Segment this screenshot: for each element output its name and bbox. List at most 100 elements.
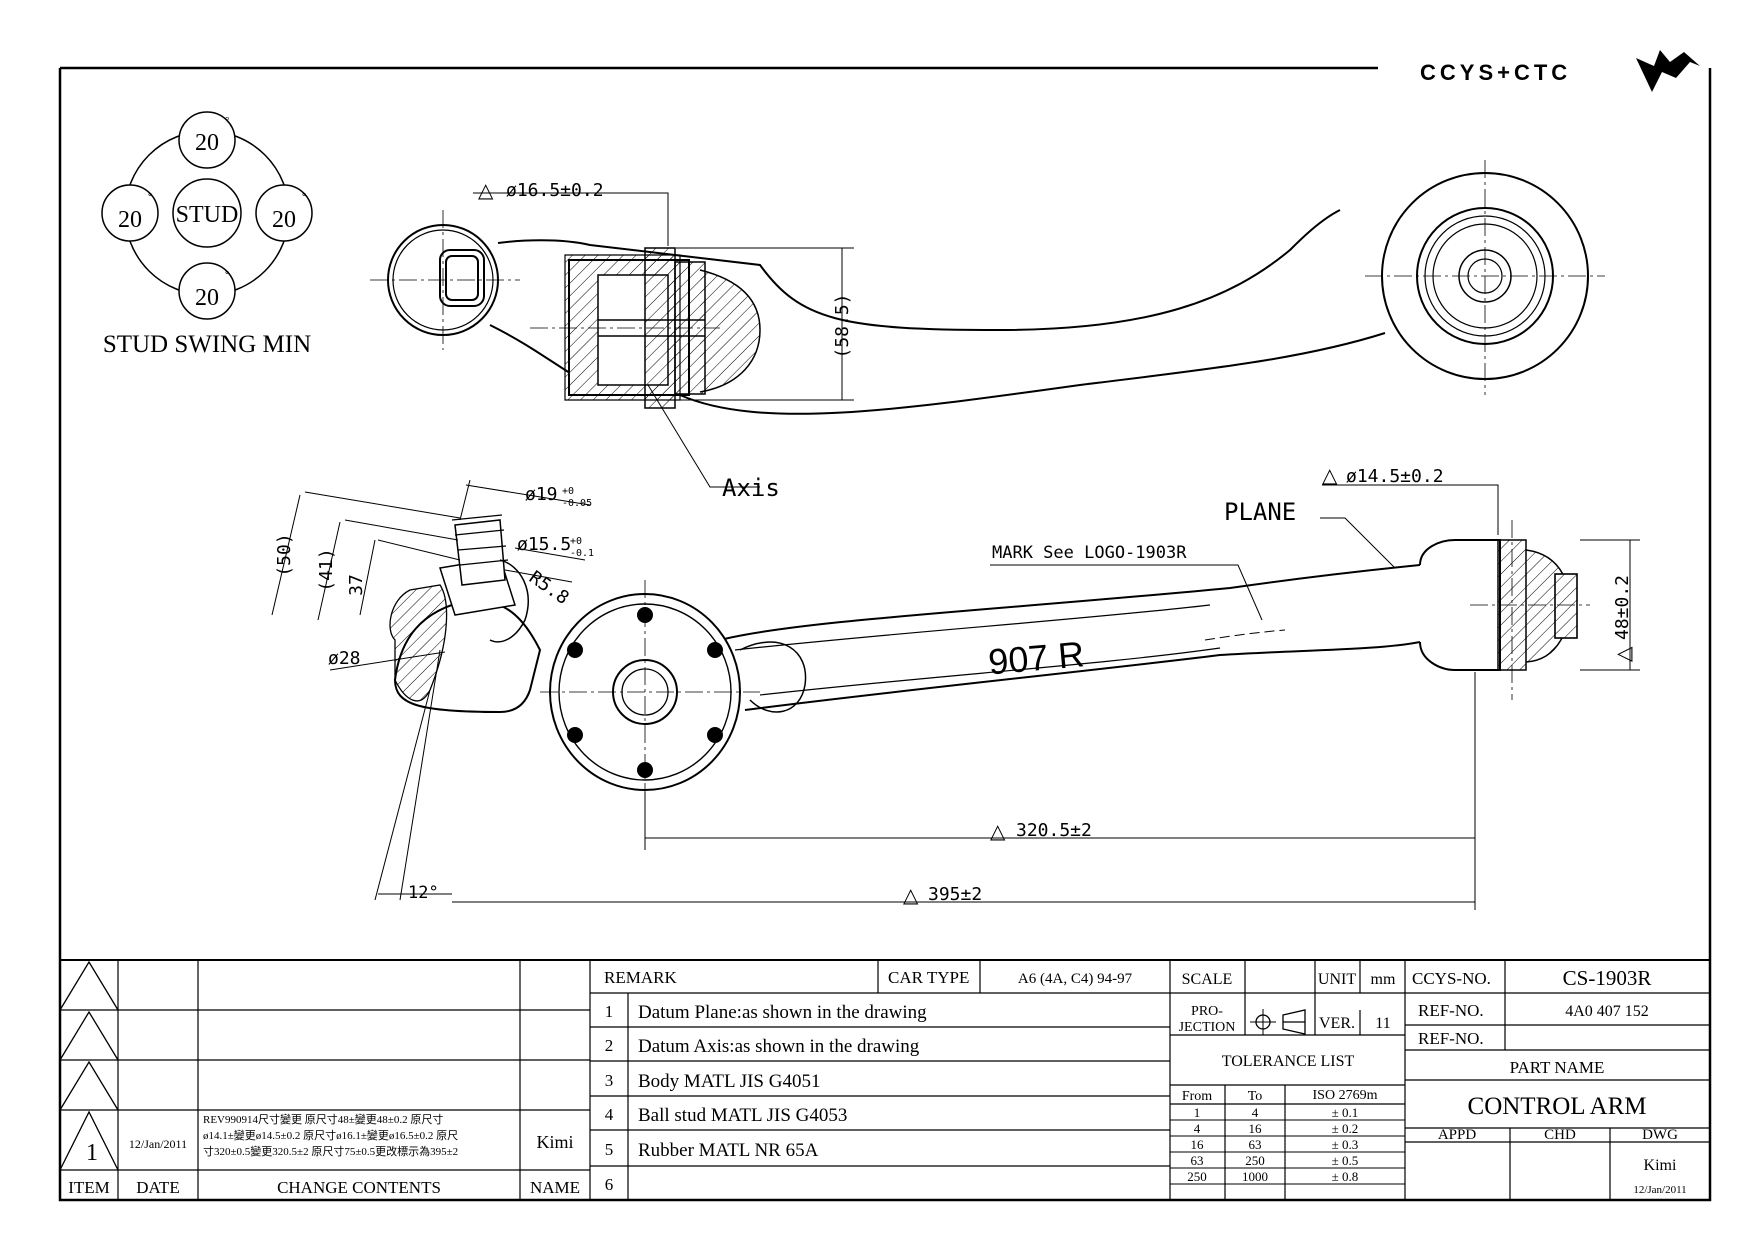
car-type-label: CAR TYPE	[888, 968, 969, 987]
revision-content-l2: ø14.1±變更ø14.5±0.2 原尺寸ø16.1±變更ø16.5±0.2 原…	[203, 1128, 458, 1142]
car-type-value: A6 (4A, C4) 94-97	[1018, 971, 1133, 987]
dim-d19: ø19	[525, 484, 558, 505]
stud-swing-diagram	[101, 111, 313, 320]
spec-block: SCALE UNIT mm PRO- JECTION VER. 11 TOLER…	[1179, 971, 1396, 1184]
scale-label: SCALE	[1182, 971, 1233, 988]
swing-unit-left: °	[148, 191, 152, 203]
ver-label: VER.	[1319, 1015, 1355, 1032]
remarks-block: REMARK CAR TYPE A6 (4A, C4) 94-97 1 Datu…	[604, 968, 1133, 1194]
tol-from-4: 63	[1191, 1153, 1204, 1168]
header-date: DATE	[136, 1178, 179, 1197]
label-plane: PLANE	[1224, 498, 1296, 526]
tol-to-3: 63	[1249, 1137, 1262, 1152]
unit-value: mm	[1371, 971, 1396, 988]
dim-d155-tol-dn: -0.1	[570, 548, 594, 559]
dim-d155: ø15.5	[517, 534, 571, 555]
swing-top: 20	[195, 130, 219, 156]
dim-d155-tol-up: +0	[570, 536, 582, 547]
dim-d145-warn-icon: △	[1322, 465, 1338, 487]
tol-header-to: To	[1248, 1089, 1263, 1104]
remark-n-5: 5	[605, 1140, 614, 1159]
front-view	[271, 479, 1640, 910]
ccys-no: CS-1903R	[1563, 966, 1652, 990]
ver-value: 11	[1375, 1015, 1390, 1032]
tolerance-title: TOLERANCE LIST	[1222, 1053, 1355, 1070]
tol-from-3: 16	[1191, 1137, 1205, 1152]
top-view-labels: △ ø16.5±0.2 (58.5) Axis	[478, 180, 853, 502]
swing-unit-right: °	[302, 191, 306, 203]
revision-date: 12/Jan/2011	[129, 1137, 187, 1151]
remark-n-1: 1	[605, 1002, 614, 1021]
dim-d165-warn-icon: △	[478, 180, 494, 202]
dim-r58: R5.8	[525, 567, 573, 609]
remark-text-5: Rubber MATL NR 65A	[638, 1140, 819, 1161]
sheet-border	[58, 66, 1712, 1202]
dim-d37: 37	[346, 574, 367, 596]
front-view-labels: ø19 +0 -0.05 ø15.5 +0 -0.1 R5.8 (50) (41…	[274, 465, 1635, 907]
dim-d48: 48±0.2	[1612, 575, 1633, 640]
tol-header-iso: ISO 2769m	[1313, 1088, 1378, 1103]
top-view	[370, 160, 1605, 488]
projection-label: PRO-	[1191, 1004, 1223, 1019]
swing-center: STUD	[176, 202, 239, 228]
dim-d19-tol-up: +0	[562, 486, 574, 497]
header-item: ITEM	[68, 1178, 110, 1197]
dim-d395: 395±2	[928, 884, 982, 905]
remark-n-6: 6	[605, 1175, 614, 1194]
remark-text-4: Ball stud MATL JIS G4053	[638, 1105, 847, 1126]
tol-val-4: ± 0.5	[1332, 1153, 1359, 1168]
title-block: CCYS-NO. CS-1903R REF-NO. 4A0 407 152 RE…	[1412, 966, 1687, 1196]
remark-n-3: 3	[605, 1071, 614, 1090]
tol-to-5: 1000	[1242, 1169, 1268, 1184]
dim-d50: (50)	[274, 533, 295, 576]
part-name-label: PART NAME	[1510, 1058, 1605, 1077]
tol-val-5: ± 0.8	[1332, 1169, 1359, 1184]
ref-label: REF-NO.	[1418, 1001, 1484, 1020]
tol-val-2: ± 0.2	[1332, 1121, 1359, 1136]
swing-right: 20	[272, 207, 296, 233]
tol-to-2: 16	[1249, 1121, 1263, 1136]
brand-text: CCYS+CTC	[1420, 60, 1571, 85]
dim-d3205: 320.5±2	[1016, 820, 1092, 841]
tol-val-3: ± 0.3	[1332, 1137, 1359, 1152]
tol-to-1: 4	[1252, 1105, 1259, 1120]
remark-n-4: 4	[605, 1105, 614, 1124]
swing-bottom: 20	[195, 285, 219, 311]
title-block-grid	[59, 959, 1710, 1200]
header-name: NAME	[530, 1178, 580, 1197]
appd-label: APPD	[1438, 1127, 1477, 1143]
dim-d28: ø28	[328, 648, 361, 669]
header-change: CHANGE CONTENTS	[277, 1178, 441, 1197]
label-mark: MARK See LOGO-1903R	[992, 543, 1187, 563]
ccys-label: CCYS-NO.	[1412, 969, 1491, 988]
revision-name: Kimi	[536, 1132, 573, 1152]
dim-d395-warn-icon: △	[903, 885, 919, 907]
ref-label-2: REF-NO.	[1418, 1029, 1484, 1048]
remark-text-1: Datum Plane:as shown in the drawing	[638, 1002, 927, 1023]
tol-from-1: 1	[1194, 1105, 1201, 1120]
dim-d145: ø14.5±0.2	[1346, 466, 1444, 487]
tol-from-2: 4	[1194, 1121, 1201, 1136]
swing-unit-top: °	[225, 115, 229, 127]
brand-wing-icon	[1636, 50, 1700, 92]
swing-left: 20	[118, 207, 142, 233]
ref-no: 4A0 407 152	[1565, 1003, 1649, 1020]
tol-val-1: ± 0.1	[1332, 1105, 1359, 1120]
remark-text-3: Body MATL JIS G4051	[638, 1071, 820, 1092]
dim-d585: (58.5)	[832, 293, 853, 358]
tol-to-4: 250	[1245, 1153, 1265, 1168]
dwg-name: Kimi	[1644, 1157, 1677, 1174]
dim-d3205-warn-icon: △	[990, 821, 1006, 843]
tol-header-from: From	[1182, 1089, 1212, 1104]
chd-label: CHD	[1544, 1127, 1576, 1143]
dim-d48-warn-icon: △	[1613, 646, 1635, 662]
swing-title: STUD SWING MIN	[103, 331, 311, 358]
revision-block: 1 12/Jan/2011 REV990914尺寸變更 原尺寸48±變更48±0…	[68, 1112, 580, 1197]
label-axis: Axis	[722, 474, 780, 502]
dwg-label: DWG	[1642, 1127, 1678, 1143]
projection-label-2: JECTION	[1179, 1020, 1236, 1035]
brand-logo: CCYS+CTC	[1420, 50, 1700, 92]
revision-item: 1	[86, 1140, 98, 1166]
dim-d41: (41)	[316, 548, 337, 591]
revision-content-l3: 寸320±0.5變更320.5±2 原尺寸75±0.5更改標示為395±2	[203, 1144, 458, 1158]
